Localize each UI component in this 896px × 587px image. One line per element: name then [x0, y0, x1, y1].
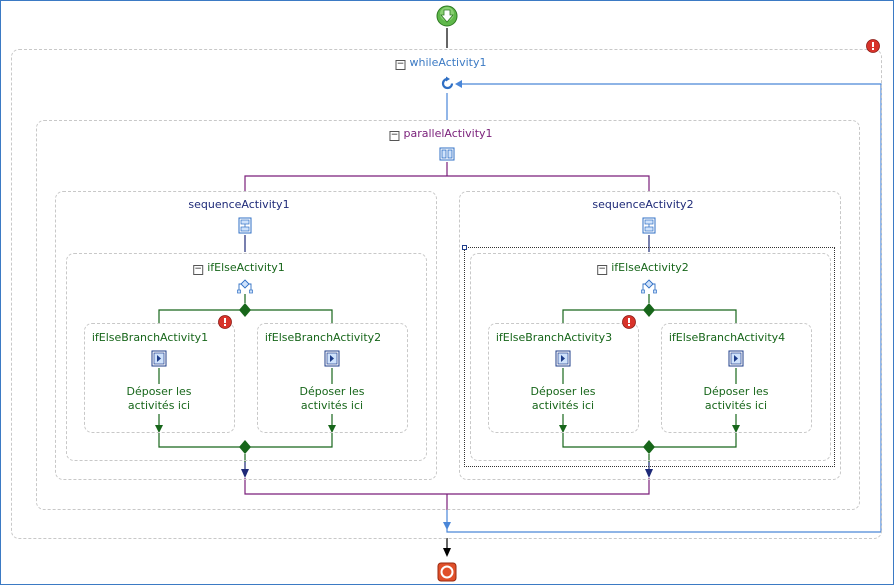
drop-hint-line: Déposer les — [703, 385, 769, 398]
collapse-toggle[interactable]: − — [389, 130, 400, 141]
ifelse-activity-label: ifElseActivity1 — [207, 261, 285, 274]
error-icon[interactable] — [622, 314, 636, 329]
drop-hint-line: Déposer les — [530, 385, 596, 398]
drop-hint-line: activités ici — [531, 399, 595, 412]
end-icon[interactable] — [437, 562, 457, 582]
collapse-toggle[interactable]: − — [395, 59, 406, 70]
branch-icon — [555, 350, 571, 367]
sequence-activity-title[interactable]: sequenceActivity2 — [592, 198, 694, 211]
error-icon[interactable] — [218, 314, 232, 329]
parallel-icon — [439, 146, 455, 162]
while-activity-container[interactable] — [11, 49, 882, 539]
parallel-activity-label: parallelActivity1 — [403, 127, 493, 140]
collapse-toggle[interactable]: − — [193, 264, 204, 275]
ifelse-activity-container[interactable] — [470, 253, 831, 461]
ifelse-activity-title[interactable]: −ifElseActivity2 — [597, 261, 689, 275]
collapse-toggle[interactable]: − — [597, 264, 608, 275]
ifelse-branch-container[interactable] — [661, 323, 812, 433]
branch-icon — [728, 350, 744, 367]
ifelse-activity-container[interactable] — [66, 253, 427, 461]
drop-zone-hint[interactable]: Déposer les activités ici — [126, 385, 191, 413]
branch-icon — [324, 350, 340, 367]
sequence-activity-container[interactable] — [459, 191, 841, 480]
ifelse-branch-title[interactable]: ifElseBranchActivity2 — [264, 331, 382, 344]
drop-zone-hint[interactable]: Déposer les activités ici — [299, 385, 364, 413]
error-icon[interactable] — [866, 38, 880, 53]
selection-frame — [464, 247, 835, 467]
ifelse-branch-container[interactable] — [488, 323, 639, 433]
start-icon[interactable] — [436, 5, 458, 27]
while-activity-label: whileActivity1 — [409, 56, 487, 69]
branch-icon — [151, 350, 167, 367]
ifelse-branch-container[interactable] — [257, 323, 408, 433]
drop-hint-line: activités ici — [704, 399, 768, 412]
drop-hint-line: activités ici — [127, 399, 191, 412]
drop-zone-hint[interactable]: Déposer les activités ici — [703, 385, 768, 413]
drop-hint-line: Déposer les — [299, 385, 365, 398]
ifelse-branch-title[interactable]: ifElseBranchActivity4 — [668, 331, 786, 344]
while-activity-title[interactable]: −whileActivity1 — [395, 56, 487, 70]
loop-icon — [440, 76, 455, 91]
parallel-activity-container[interactable] — [36, 120, 860, 510]
sequence-icon — [237, 217, 253, 234]
drop-hint-line: activités ici — [300, 399, 364, 412]
ifelse-branch-container[interactable] — [84, 323, 235, 433]
ifelse-activity-label: ifElseActivity2 — [611, 261, 689, 274]
drop-hint-line: Déposer les — [126, 385, 192, 398]
ifelse-branch-title[interactable]: ifElseBranchActivity3 — [495, 331, 613, 344]
ifelse-branch-title[interactable]: ifElseBranchActivity1 — [91, 331, 209, 344]
ifelse-icon — [237, 279, 253, 294]
sequence-icon — [641, 217, 657, 234]
drop-zone-hint[interactable]: Déposer les activités ici — [530, 385, 595, 413]
sequence-activity-container[interactable] — [55, 191, 437, 480]
ifelse-activity-title[interactable]: −ifElseActivity1 — [193, 261, 285, 275]
sequence-activity-title[interactable]: sequenceActivity1 — [188, 198, 290, 211]
selection-handle[interactable] — [462, 245, 467, 250]
ifelse-icon — [641, 279, 657, 294]
parallel-activity-title[interactable]: −parallelActivity1 — [389, 127, 493, 141]
